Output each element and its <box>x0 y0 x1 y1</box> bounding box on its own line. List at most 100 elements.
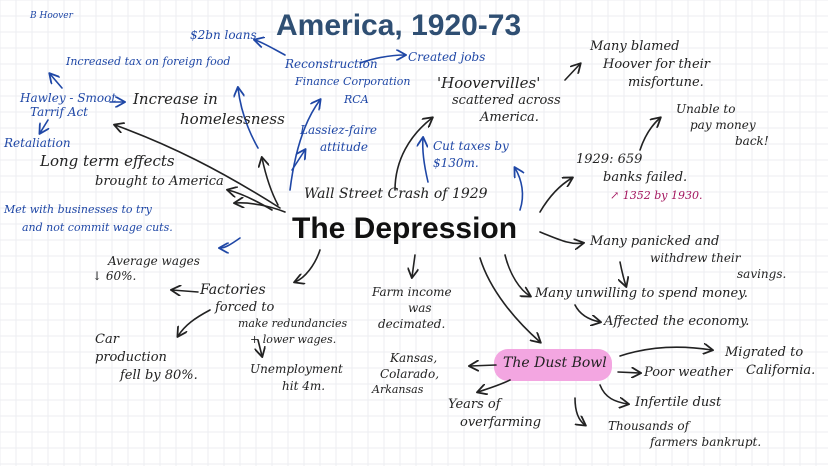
arrow-blue-cut-taxes <box>423 138 429 183</box>
note-farm-2: was <box>408 301 432 315</box>
note-increase-1: Increase in <box>133 90 218 108</box>
arrow-to-panicked <box>539 231 583 243</box>
note-years-1: Years of <box>448 397 501 412</box>
note-factories-2: forced to <box>215 300 275 315</box>
note-thousands-2: farmers bankrupt. <box>650 435 762 449</box>
note-hoovervilles-1: 'Hoovervilles' <box>437 74 541 92</box>
arrow-factories-to-unemployment <box>258 339 262 356</box>
note-reconstruction-2: Finance Corporation <box>295 75 411 88</box>
note-infertile: Infertile dust <box>635 395 722 410</box>
note-reconstruction-3: RCA <box>344 93 369 106</box>
note-banks-1930: ↗ 1352 by 1930. <box>610 189 703 202</box>
note-created-jobs: Created jobs <box>408 50 486 64</box>
note-kansas-1: Kansas, <box>390 351 438 365</box>
arrow-blue-reconstruction <box>289 100 320 191</box>
arrow-to-long-term <box>228 190 273 211</box>
note-blamed-1: Many blamed <box>590 39 680 54</box>
note-thousands-1: Thousands of <box>608 419 690 433</box>
note-banks-2: banks failed. <box>603 170 688 185</box>
note-cut-taxes-2: $130m. <box>433 156 479 170</box>
note-kansas-2: Colarado, <box>380 367 440 381</box>
note-unable-2: pay money <box>690 118 756 132</box>
note-reconstruction-1: Reconstruction <box>285 57 378 71</box>
note-met-business-2: and not commit wage cuts. <box>22 221 173 234</box>
note-panicked-3: savings. <box>737 267 787 281</box>
note-hoovervilles-3: America. <box>480 110 539 125</box>
arrow-to-banks <box>539 178 572 213</box>
note-years-2: overfarming <box>460 415 542 430</box>
arrow-blue-laissez <box>291 150 305 171</box>
corner-note: B Hoover <box>30 11 73 21</box>
arrow-factories-to-car <box>178 309 211 336</box>
arrow-to-wall-street <box>394 118 432 191</box>
note-migrated-2: California. <box>746 363 816 378</box>
arrow-to-blue-met <box>235 203 286 213</box>
arrow-to-increase <box>262 158 279 206</box>
arrow-blue-met-to-center <box>220 237 241 248</box>
note-unemployment-1: Unemployment <box>250 362 343 376</box>
central-topic: The Depression <box>292 212 518 245</box>
note-hawley-1: Hawley - Smoot <box>20 91 117 105</box>
note-laissez-2: attitude <box>320 140 368 154</box>
note-panicked-1: Many panicked and <box>590 234 720 249</box>
note-blamed-2: Hoover for their <box>603 57 711 72</box>
note-laissez-1: Lassiez-faire <box>300 123 378 137</box>
note-factories-3: make redundancies <box>238 317 348 330</box>
arrow-to-factories <box>295 249 321 282</box>
note-migrated-1: Migrated to <box>725 345 804 360</box>
note-wall-street: Wall Street Crash of 1929 <box>304 186 488 202</box>
note-banks-1: 1929: 659 <box>576 152 643 167</box>
note-cut-taxes-1: Cut taxes by <box>433 139 509 153</box>
arrow-unwilling-from-panicked <box>620 261 626 286</box>
note-loans: $2bn loans <box>190 28 257 42</box>
note-farm-1: Farm income <box>372 285 452 299</box>
arrow-to-dust-bowl <box>479 257 540 342</box>
note-panicked-2: withdrew their <box>650 251 741 265</box>
arrow-blue-hawley <box>50 74 63 89</box>
note-factories-1: Factories <box>200 282 266 298</box>
note-dust-bowl: The Dust Bowl <box>503 355 607 371</box>
note-unemployment-2: hit 4m. <box>282 379 326 393</box>
note-car-1: Car <box>95 332 119 347</box>
note-average-2: ↓ 60%. <box>92 269 137 283</box>
note-long-term-2: brought to America <box>95 174 224 189</box>
note-unwilling: Many unwilling to spend money. <box>535 286 748 301</box>
arrow-to-unwilling <box>504 254 530 296</box>
note-unable-3: back! <box>735 134 769 148</box>
note-long-term-1: Long term effects <box>40 152 175 170</box>
arrow-blue-cut-taxes-to-crash <box>515 168 522 211</box>
note-hawley-2: Tarrif Act <box>30 105 89 119</box>
note-farm-3: decimated. <box>378 317 446 331</box>
note-car-3: fell by 80%. <box>120 368 198 383</box>
dust-bowl-highlight <box>494 349 612 381</box>
note-increased-tax: Increased tax on foreign food <box>66 55 231 68</box>
note-met-business-1: Met with businesses to try <box>4 203 152 216</box>
arrow-dust-to-weather <box>617 372 640 373</box>
arrow-dust-to-kansas <box>470 365 497 366</box>
arrow-to-affected <box>574 304 600 322</box>
note-increase-2: homelessness <box>180 110 285 128</box>
note-hoovervilles-2: scattered across <box>452 93 561 108</box>
note-poor-weather: Poor weather <box>644 365 733 380</box>
note-affected: Affected the economy. <box>604 314 750 329</box>
note-kansas-3: Arkansas <box>372 383 424 396</box>
arrow-blue-created-jobs <box>359 55 405 64</box>
arrow-to-farm <box>412 254 415 277</box>
note-unable-1: Unable to <box>676 102 736 116</box>
arrow-to-unable <box>639 118 660 151</box>
arrow-dust-to-migrated <box>619 347 712 357</box>
arrow-blue-increased-tax <box>238 88 259 149</box>
note-car-2: production <box>95 350 167 365</box>
map-title: America, 1920-73 <box>276 9 522 42</box>
arrow-dust-to-thousands <box>574 397 585 425</box>
note-retaliation: Retaliation <box>4 136 71 150</box>
arrow-blue-retaliation <box>40 119 48 133</box>
arrow-dust-to-infertile <box>599 384 628 404</box>
arrow-blue-loans <box>255 40 286 56</box>
note-blamed-3: misfortune. <box>628 75 704 90</box>
arrow-to-homelessness <box>115 125 281 209</box>
arrow-dust-to-years <box>478 379 511 392</box>
note-factories-4: + lower wages. <box>250 333 337 346</box>
